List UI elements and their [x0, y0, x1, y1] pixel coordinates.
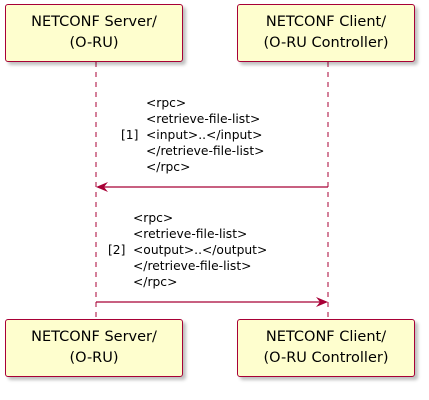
message-2-line: </rpc>	[133, 275, 178, 289]
participant-client-bottom: NETCONF Client/ (O-RU Controller)	[237, 319, 415, 377]
participant-client-top: NETCONF Client/ (O-RU Controller)	[237, 4, 415, 62]
participant-server-top: NETCONF Server/ (O-RU)	[5, 4, 183, 62]
participant-server-role: (O-RU)	[69, 350, 119, 366]
message-1-line: </retrieve-file-list>	[146, 144, 265, 158]
participant-server-role: (O-RU)	[69, 35, 119, 51]
message-1-arrowhead	[96, 182, 108, 192]
participant-client-name: NETCONF Client/	[265, 14, 387, 30]
message-1-number: [1]	[121, 128, 139, 142]
message-1-line: <rpc>	[146, 96, 187, 110]
message-2-line: <rpc>	[133, 211, 174, 225]
message-2-arrowhead	[316, 297, 328, 307]
message-2-number: [2]	[108, 243, 126, 257]
participant-server-name: NETCONF Server/	[31, 14, 157, 30]
message-1-line: <input>..</input>	[146, 128, 263, 142]
message-1-line: <retrieve-file-list>	[146, 112, 261, 126]
message-2-line: <output>..</output>	[133, 243, 268, 257]
participant-client-name: NETCONF Client/	[265, 329, 387, 345]
participant-server-bottom: NETCONF Server/ (O-RU)	[5, 319, 183, 377]
participant-client-role: (O-RU Controller)	[263, 350, 389, 366]
participant-client-role: (O-RU Controller)	[263, 35, 389, 51]
message-2-label: <rpc> <retrieve-file-list> [2] <output>..…	[108, 210, 267, 290]
message-2-line: </retrieve-file-list>	[133, 259, 252, 273]
message-2-line: <retrieve-file-list>	[133, 227, 248, 241]
message-1-line: </rpc>	[146, 160, 191, 174]
participant-server-name: NETCONF Server/	[31, 329, 157, 345]
message-1-label: <rpc> <retrieve-file-list> [1] <input>..<…	[121, 95, 264, 175]
